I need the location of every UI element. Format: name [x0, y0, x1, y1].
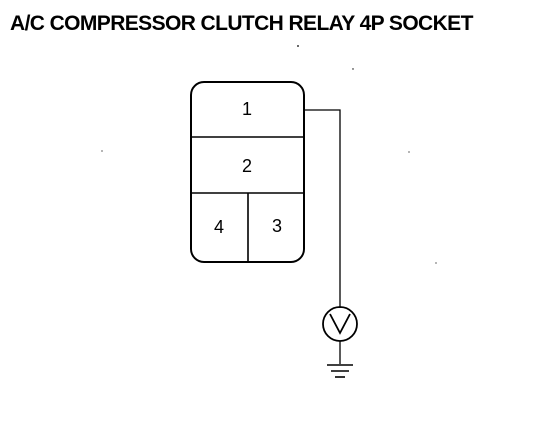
pin-4-label: 4 [214, 217, 224, 237]
voltmeter-icon [322, 306, 358, 342]
relay-socket: 1 2 4 3 [190, 81, 305, 263]
pin-2-label: 2 [242, 156, 252, 176]
pin-3-label: 3 [272, 216, 282, 236]
scan-speckle [101, 45, 437, 264]
pin-1-label: 1 [242, 99, 252, 119]
ground-icon [327, 364, 353, 378]
diagram-title: A/C COMPRESSOR CLUTCH RELAY 4P SOCKET [10, 12, 473, 35]
probe-wire [304, 109, 341, 308]
